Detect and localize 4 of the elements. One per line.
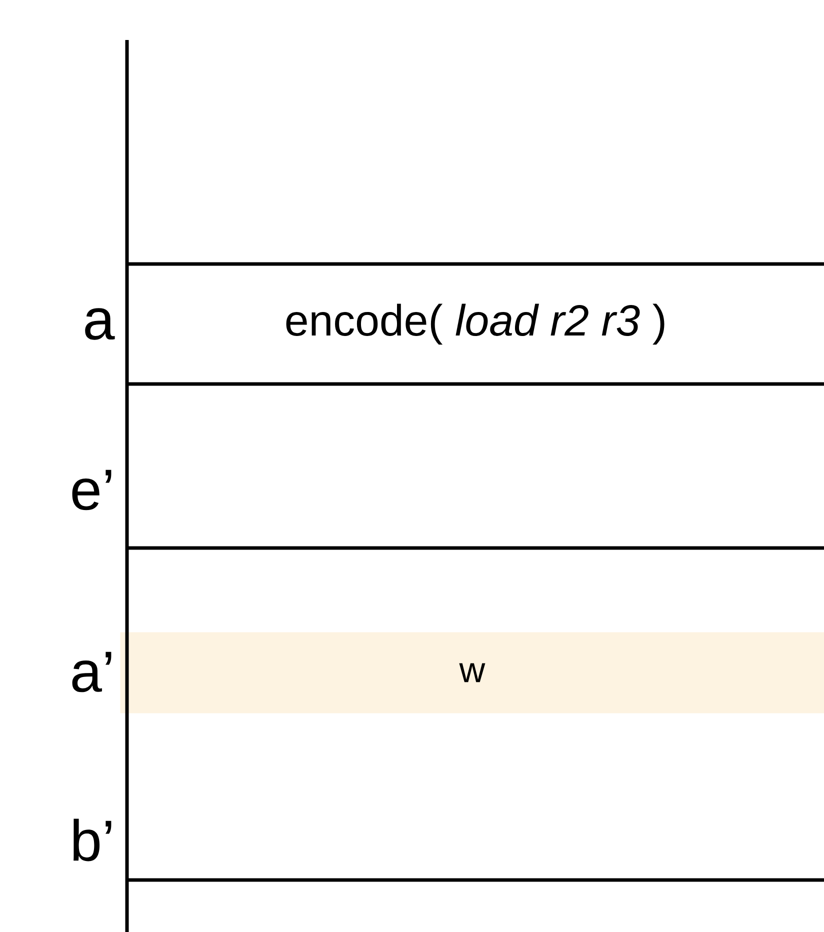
- instruction-box: encode( load r2 r3 ): [127, 262, 824, 386]
- row-label: b’: [74, 818, 112, 862]
- highlighted-band: w: [120, 632, 824, 714]
- row-label: e’: [72, 470, 112, 510]
